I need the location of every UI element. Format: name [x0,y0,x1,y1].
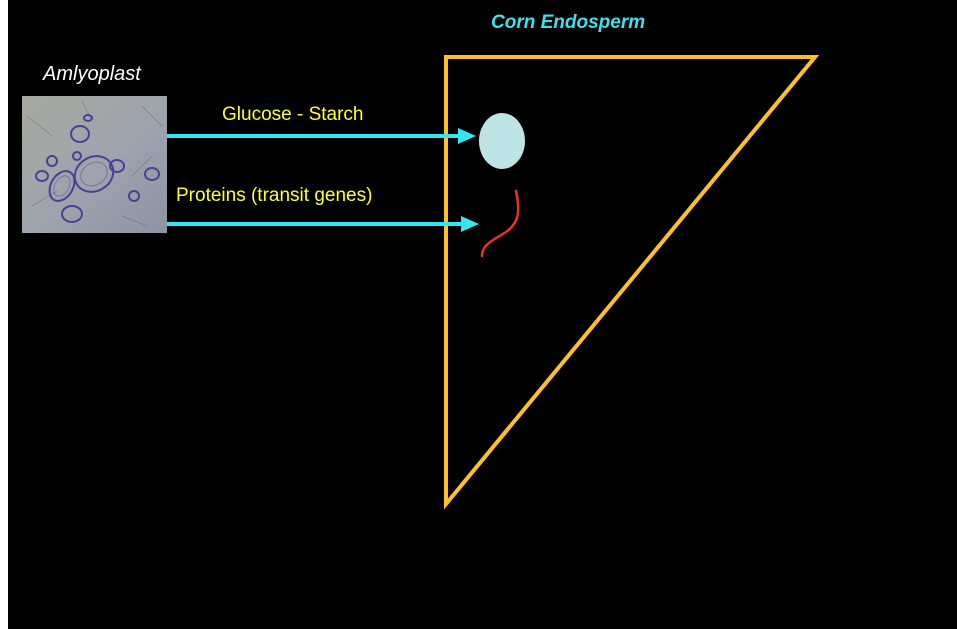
protein-strand [482,191,518,256]
proteins-label: Proteins (transit genes) [176,185,372,207]
diagram-shapes [8,0,957,629]
glucose-arrow-head [458,128,476,144]
protein-arrow-head [461,216,479,232]
starch-granule [479,113,525,169]
glucose-starch-label: Glucose - Starch [222,104,364,126]
slide: Corn Endosperm Amlyoplast [8,0,957,629]
